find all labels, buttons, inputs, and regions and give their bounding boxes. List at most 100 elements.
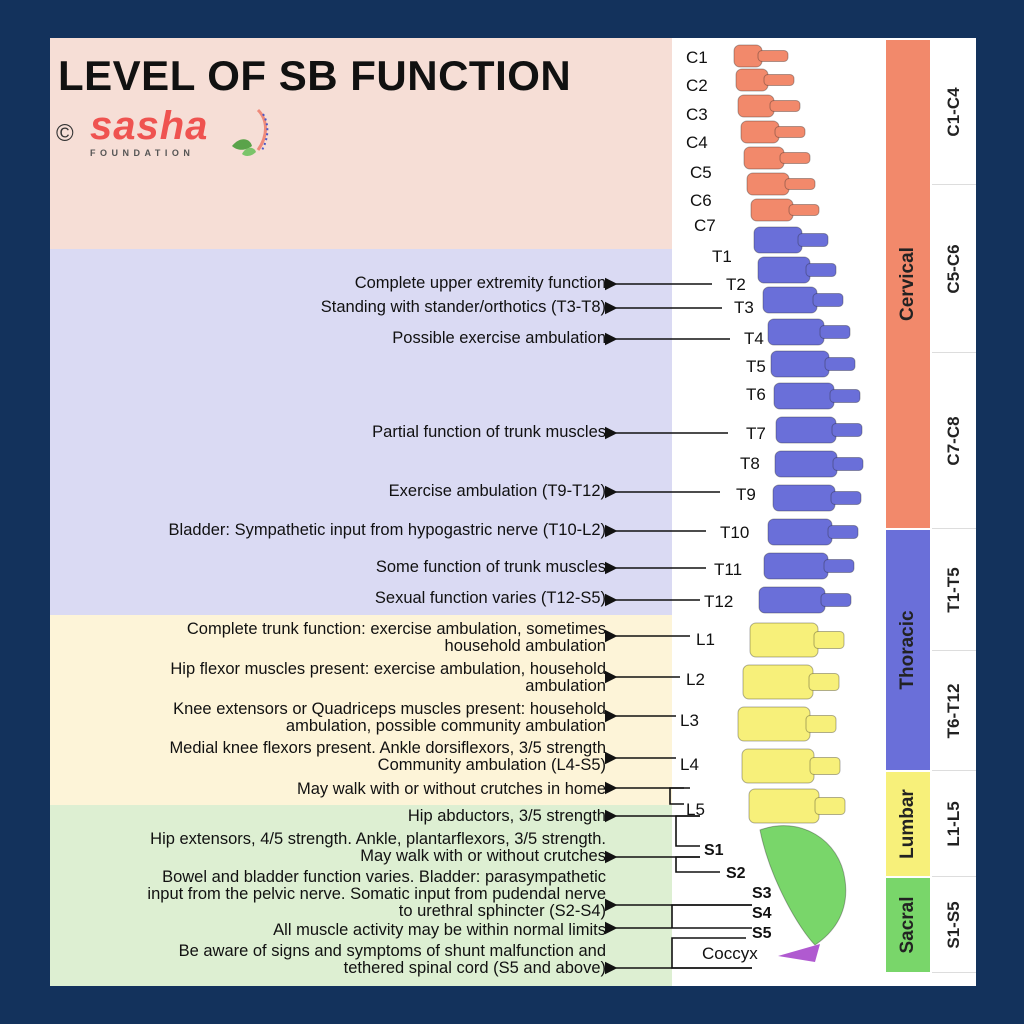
vertebra-label-c3: C3 xyxy=(686,105,708,124)
spinous-process xyxy=(757,50,789,62)
spinous-process xyxy=(820,593,852,607)
function-description: Knee extensors or Quadriceps muscles pre… xyxy=(173,700,606,735)
vertebra-label-c1: C1 xyxy=(686,48,708,67)
vertebra-label-t6: T6 xyxy=(746,385,766,404)
region-lumbar: Lumbar xyxy=(886,772,930,876)
vertebra-label-s3: S3 xyxy=(752,885,772,902)
function-description: Hip extensors, 4/5 strength. Ankle, plan… xyxy=(150,830,606,865)
vertebra-label-t1: T1 xyxy=(712,247,732,266)
spinous-process xyxy=(779,152,811,164)
vertebra-body xyxy=(737,706,811,742)
vertebra-body xyxy=(740,120,780,144)
spinous-process xyxy=(797,233,829,247)
range-c1-c4: C1-C4 xyxy=(932,40,976,185)
spinous-process xyxy=(774,126,806,138)
connector-line xyxy=(675,856,720,873)
function-description: Bowel and bladder function varies. Bladd… xyxy=(147,868,606,920)
vertebra-body xyxy=(775,416,837,444)
vertebra-body xyxy=(748,788,820,824)
vertebra-label-t8: T8 xyxy=(740,454,760,473)
page-title: LEVEL OF SB FUNCTION xyxy=(58,52,572,99)
region-cervical: Cervical xyxy=(886,40,930,528)
sacrum xyxy=(759,825,847,946)
vertebra-body xyxy=(770,350,830,378)
spinous-process xyxy=(814,797,846,815)
spinous-process xyxy=(830,491,862,505)
vertebra-label-c7: C7 xyxy=(694,216,716,235)
vertebra-body xyxy=(753,226,803,254)
vertebra-label-s4: S4 xyxy=(752,905,772,922)
vertebra-body xyxy=(750,198,794,222)
region-thoracic: Thoracic xyxy=(886,530,930,770)
vertebra-body xyxy=(767,518,833,546)
region-sacral: Sacral xyxy=(886,878,930,972)
connector-line xyxy=(671,937,752,969)
spinous-process xyxy=(831,423,863,437)
vertebra-label-l5: L5 xyxy=(686,800,705,819)
range-l1-l5: L1-L5 xyxy=(932,772,976,877)
connector-line xyxy=(675,815,700,847)
range-s1-s5: S1-S5 xyxy=(932,878,976,973)
range-t6-t12: T6-T12 xyxy=(932,652,976,771)
function-description: Exercise ambulation (T9-T12) xyxy=(388,482,606,500)
spinous-process xyxy=(813,631,845,649)
vertebra-label-t3: T3 xyxy=(734,298,754,317)
vertebra-body xyxy=(774,450,838,478)
copyright-mark: © xyxy=(56,120,74,147)
vertebra-label-l4: L4 xyxy=(680,755,699,774)
vertebra-label-s2: S2 xyxy=(726,865,746,882)
range-t1-t5: T1-T5 xyxy=(932,530,976,651)
vertebra-body xyxy=(762,286,818,314)
vertebra-body xyxy=(743,146,785,170)
function-description: Complete upper extremity function xyxy=(354,274,606,292)
function-description: All muscle activity may be within normal… xyxy=(273,921,606,939)
vertebra-body xyxy=(757,256,811,284)
vertebra-label-t9: T9 xyxy=(736,485,756,504)
function-description: Hip abductors, 3/5 strength xyxy=(407,807,606,825)
coccyx xyxy=(778,944,820,962)
leaf-spine-icon xyxy=(232,108,269,156)
spinous-process xyxy=(819,325,851,339)
function-description: Standing with stander/orthotics (T3-T8) xyxy=(320,298,606,316)
vertebra-label-t11: T11 xyxy=(714,560,743,579)
vertebra-body xyxy=(758,586,826,614)
spinous-process xyxy=(788,204,820,216)
spinous-process xyxy=(769,100,801,112)
vertebra-label-s1: S1 xyxy=(704,842,724,859)
spinous-process xyxy=(784,178,816,190)
function-description: Possible exercise ambulation xyxy=(392,329,606,347)
function-description: Complete trunk function: exercise ambula… xyxy=(186,620,606,655)
spinous-process xyxy=(824,357,856,371)
spinous-process xyxy=(829,389,861,403)
vertebra-label-s5: S5 xyxy=(752,925,772,942)
vertebra-label-l2: L2 xyxy=(686,670,705,689)
vertebra-body xyxy=(763,552,829,580)
spinous-process xyxy=(812,293,844,307)
sacral-band xyxy=(50,805,672,986)
vertebra-label-t10: T10 xyxy=(720,523,750,542)
vertebra-label-c2: C2 xyxy=(686,76,708,95)
lumbar-band xyxy=(50,615,672,805)
range-c5-c6: C5-C6 xyxy=(932,186,976,353)
function-description: Hip flexor muscles present: exercise amb… xyxy=(170,660,606,695)
logo-name: sasha xyxy=(90,104,209,148)
vertebra-body xyxy=(737,94,775,118)
logo-subtitle: FOUNDATION xyxy=(90,148,195,158)
connector-line xyxy=(669,787,690,805)
vertebra-label-l1: L1 xyxy=(696,630,715,649)
vertebra-body xyxy=(735,68,769,92)
spinous-process xyxy=(763,74,795,86)
vertebra-body xyxy=(741,748,815,784)
vertebra-body xyxy=(749,622,819,658)
function-description: Bladder: Sympathetic input from hypogast… xyxy=(168,521,606,539)
range-c7-c8: C7-C8 xyxy=(932,354,976,529)
function-description: Some function of trunk muscles xyxy=(375,558,606,576)
vertebra-label-c4: C4 xyxy=(686,133,708,152)
title-band xyxy=(50,38,672,249)
vertebra-body xyxy=(742,664,814,700)
thoracic-band xyxy=(50,249,672,615)
spinous-process xyxy=(805,263,837,277)
vertebra-label-t4: T4 xyxy=(744,329,764,348)
function-description: May walk with or without crutches in hom… xyxy=(296,780,606,798)
